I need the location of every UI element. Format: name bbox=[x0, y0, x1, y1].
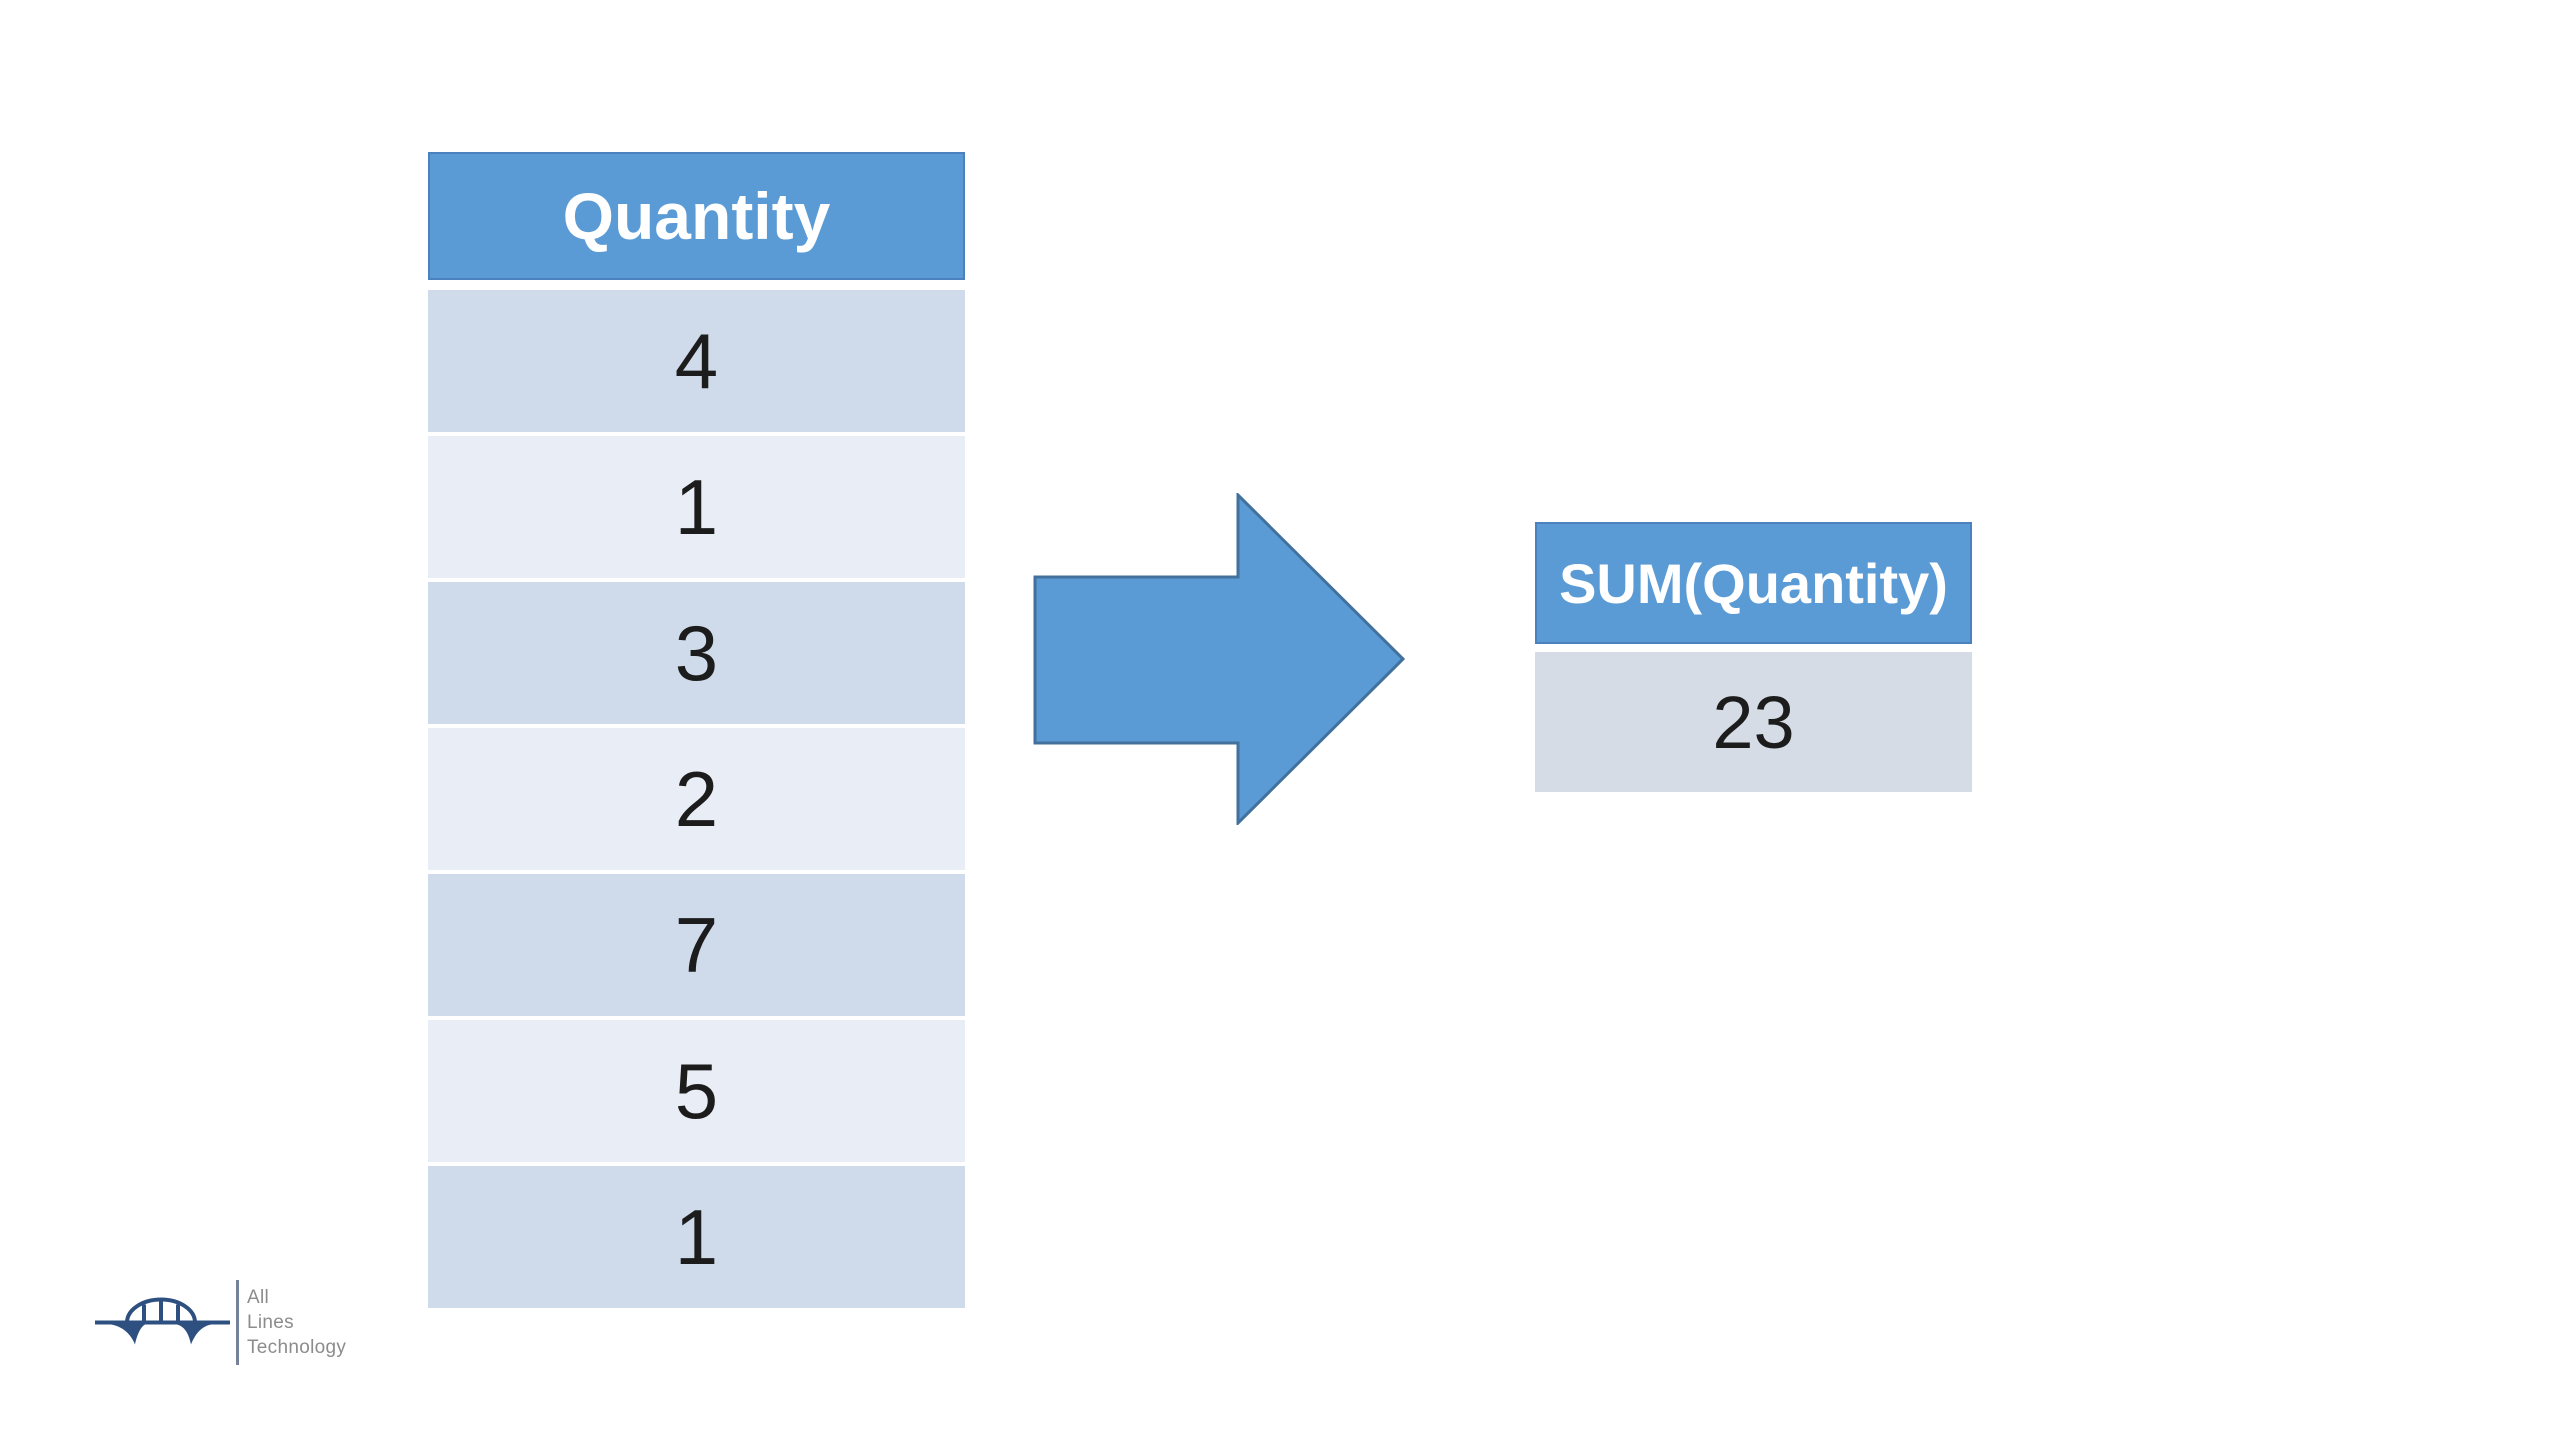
quantity-row: 5 bbox=[428, 1020, 965, 1162]
sum-table-header: SUM(Quantity) bbox=[1535, 522, 1972, 644]
sum-table-value: 23 bbox=[1535, 652, 1972, 792]
logo-divider bbox=[236, 1280, 239, 1365]
quantity-row: 3 bbox=[428, 582, 965, 724]
quantity-row: 1 bbox=[428, 1166, 965, 1308]
company-logo: All Lines Technology bbox=[95, 1280, 346, 1365]
quantity-row: 2 bbox=[428, 728, 965, 870]
quantity-table-header: Quantity bbox=[428, 152, 965, 280]
logo-text-line1: All bbox=[247, 1287, 270, 1308]
logo-text: All Lines Technology bbox=[247, 1285, 346, 1360]
quantity-row: 4 bbox=[428, 290, 965, 432]
sum-table: SUM(Quantity) 23 bbox=[1535, 522, 1972, 792]
bridge-icon bbox=[95, 1297, 230, 1345]
quantity-row: 7 bbox=[428, 874, 965, 1016]
logo-text-line2: Lines bbox=[247, 1312, 294, 1333]
logo-text-line3: Technology bbox=[247, 1337, 347, 1358]
right-arrow-icon bbox=[1033, 493, 1405, 825]
quantity-row: 1 bbox=[428, 436, 965, 578]
